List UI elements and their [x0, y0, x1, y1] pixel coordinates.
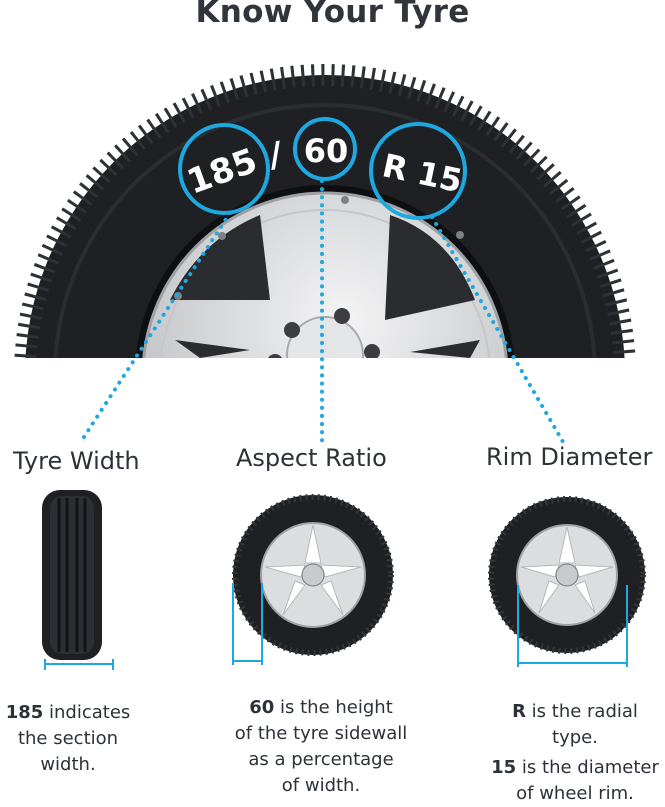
heading-rim-diameter: Rim Diameter [486, 443, 653, 471]
width-highlight-circle [178, 123, 270, 215]
spoke-gap [175, 340, 250, 358]
wheel-hub [286, 316, 364, 358]
spoke-gap [410, 340, 480, 358]
description-line: as a percentage [248, 749, 394, 770]
description-aspect-ratio: 60 is the height of the tyre sidewall as… [221, 695, 421, 799]
description-line: of the tyre sidewall [234, 723, 408, 744]
sidewall-ring [53, 103, 597, 358]
description-tyre-width: 185 indicates the section width. [0, 700, 136, 778]
width-connector [80, 211, 232, 442]
description-line: of width. [281, 775, 361, 796]
description-line: width. [40, 754, 96, 775]
description-line: 185 indicates [5, 702, 131, 723]
heading-aspect-ratio: Aspect Ratio [236, 444, 387, 472]
description-line: R is the radial [512, 701, 638, 722]
description-line: 60 is the height [249, 697, 393, 718]
heading-tyre-width: Tyre Width [13, 447, 140, 475]
description-rim-diameter: R is the radial type. 15 is the diameter… [485, 699, 665, 807]
lug-nut [268, 354, 282, 358]
tyre-sidewall-view-illustration [232, 494, 394, 665]
spoke-gap [170, 215, 270, 300]
spoke-gap [385, 215, 475, 320]
lug-nut [364, 344, 380, 358]
description-line: 15 is the diameter [491, 757, 659, 778]
tyre-tread-view-illustration [42, 490, 114, 670]
lug-nut [284, 322, 300, 338]
rim-highlight-circle [369, 122, 467, 220]
description-line: of wheel rim. [516, 783, 634, 804]
aspect-highlight-circle [293, 117, 357, 181]
description-line: the section [17, 728, 119, 749]
tyre-closeup-illustration: 185 / 60 R 15 [14, 64, 636, 449]
tyre-rim-view-illustration [488, 496, 646, 667]
description-line: type. [552, 727, 598, 748]
lug-nut [334, 308, 350, 324]
page-title: Know Your Tyre [195, 0, 470, 30]
code-aspect: 60 [304, 132, 349, 170]
